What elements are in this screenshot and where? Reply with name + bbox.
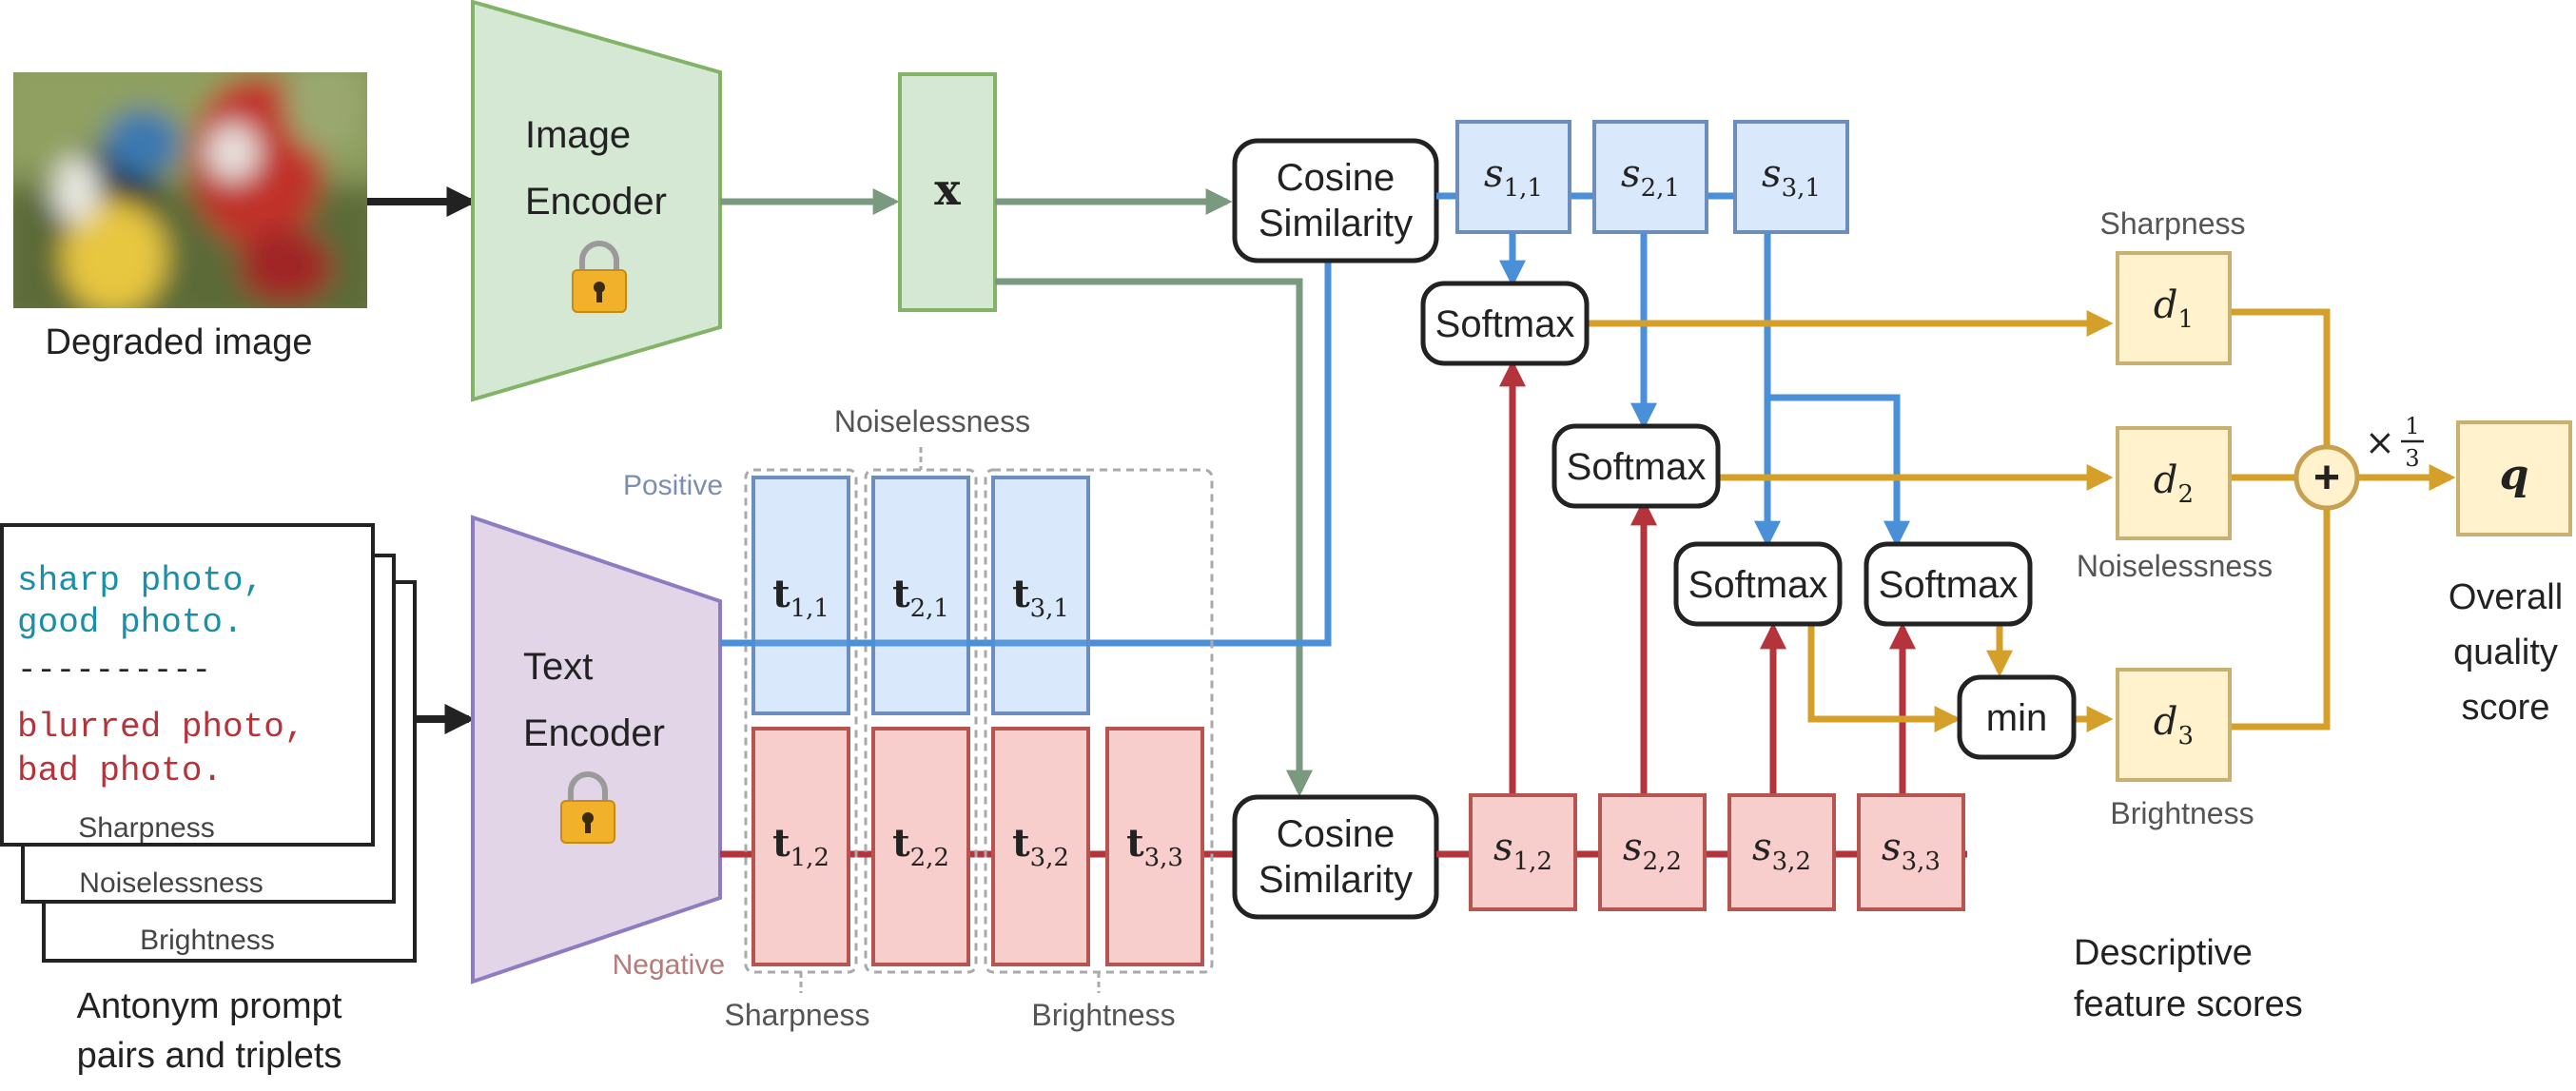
q-caption-line1: Overall xyxy=(2449,577,2563,617)
min-node xyxy=(1957,674,2077,760)
softmax-label-1: Softmax xyxy=(1435,303,1575,345)
prompt-card-label-noiselessness: Noiselessness xyxy=(79,867,263,899)
scale-multiplier: × xyxy=(2365,421,2395,463)
x-node-label: x xyxy=(934,164,961,215)
d1-to-sum-line xyxy=(2230,308,2331,449)
group-label-sharpness: Sharpness xyxy=(725,998,870,1032)
d3-caption: Brightness xyxy=(2110,796,2254,830)
svg-text:d3: d3 xyxy=(2154,700,2194,750)
cosine-bottom-line1: Cosine xyxy=(1277,813,1395,855)
prompt-caption-line2: pairs and triplets xyxy=(77,1036,342,1076)
scale-numerator: 1 xyxy=(2405,413,2419,439)
svg-text:d1: d1 xyxy=(2154,283,2194,334)
svg-text:s1,2: s1,2 xyxy=(1493,826,1552,876)
prompt-positive-line1: sharp photo, xyxy=(17,561,263,600)
q-caption-line3: score xyxy=(2462,688,2550,728)
min-label: min xyxy=(1986,697,2047,739)
feature-caption-line2: feature scores xyxy=(2074,984,2303,1024)
embedding-t12: t1,2 xyxy=(751,727,850,966)
degraded-image xyxy=(13,72,367,308)
group-label-brightness: Brightness xyxy=(1031,998,1175,1032)
embedding-t21: t2,1 xyxy=(871,476,970,715)
prompt-separator: ---------- xyxy=(17,653,211,690)
d1-caption: Sharpness xyxy=(2100,206,2246,241)
q-box: q xyxy=(2456,420,2572,536)
embedding-t11: t1,1 xyxy=(751,476,850,715)
prompt-positive-line2: good photo. xyxy=(17,603,244,642)
lock-icon xyxy=(560,771,615,844)
q-caption-line2: quality xyxy=(2453,633,2558,672)
score-s11: s1,1 xyxy=(1455,120,1571,234)
svg-text:t3,1: t3,1 xyxy=(1012,572,1069,623)
softmax-node-1 xyxy=(1420,281,1590,366)
svg-text:s3,1: s3,1 xyxy=(1762,152,1821,203)
svg-text:t3,3: t3,3 xyxy=(1126,821,1183,872)
prompt-caption-line1: Antonym prompt xyxy=(77,986,342,1026)
degraded-image-caption: Degraded image xyxy=(46,322,313,362)
score-s12: s1,2 xyxy=(1469,793,1577,911)
cosine-top-line2: Similarity xyxy=(1259,203,1413,244)
text-encoder-label-line1: Text xyxy=(523,646,593,688)
feature-caption-line1: Descriptive xyxy=(2074,933,2253,973)
d3-box: d3 xyxy=(2116,668,2232,782)
s31-to-softmax4-arrow xyxy=(1767,394,1910,548)
svg-text:q: q xyxy=(2500,451,2529,499)
x-to-cosine-bottom-arrow xyxy=(995,278,1313,797)
svg-text:s2,1: s2,1 xyxy=(1621,152,1680,203)
embedding-t32: t3,2 xyxy=(991,727,1090,966)
cosine-bottom-line2: Similarity xyxy=(1259,859,1413,901)
embedding-t33: t3,3 xyxy=(1105,727,1204,966)
d2-caption: Noiselessness xyxy=(2077,549,2273,583)
x-node xyxy=(898,72,997,312)
cosine-similarity-top xyxy=(1232,138,1439,263)
lock-icon xyxy=(572,241,627,313)
text-encoder-label-line2: Encoder xyxy=(523,712,665,754)
d2-box: d2 xyxy=(2116,426,2232,540)
svg-text:d2: d2 xyxy=(2154,458,2194,509)
prompt-negative-line1: blurred photo, xyxy=(17,708,304,747)
scale-denominator: 3 xyxy=(2405,445,2419,472)
score-s32: s3,2 xyxy=(1727,793,1836,911)
softmax-node-2 xyxy=(1551,423,1721,509)
cosine-top-line1: Cosine xyxy=(1277,157,1395,199)
score-s21: s2,1 xyxy=(1592,120,1708,234)
svg-text:s3,3: s3,3 xyxy=(1882,826,1941,876)
prompt-card-sharpness xyxy=(0,523,375,847)
svg-text:s2,2: s2,2 xyxy=(1623,826,1682,876)
image-encoder-label-line1: Image xyxy=(525,114,631,156)
prompt-card-label-sharpness: Sharpness xyxy=(78,812,214,844)
positive-label: Positive xyxy=(623,470,723,501)
prompt-negative-line2: bad photo. xyxy=(17,751,223,790)
negative-label: Negative xyxy=(613,949,725,981)
softmax-node-3 xyxy=(1673,541,1843,627)
d3-to-sum-line xyxy=(2230,506,2331,731)
text-encoder-block xyxy=(471,515,722,984)
softmax-label-3: Softmax xyxy=(1688,564,1828,606)
score-s31: s3,1 xyxy=(1733,120,1849,234)
image-encoder-label-line2: Encoder xyxy=(525,181,667,223)
embedding-t22: t2,2 xyxy=(871,727,970,966)
d1-box: d1 xyxy=(2116,251,2232,365)
svg-text:t3,2: t3,2 xyxy=(1012,821,1069,872)
svg-text:s1,1: s1,1 xyxy=(1484,152,1543,203)
group-label-noiselessness: Noiselessness xyxy=(834,404,1030,438)
svg-text:t2,2: t2,2 xyxy=(892,821,949,872)
sum-node xyxy=(2293,444,2360,511)
embedding-t31: t3,1 xyxy=(991,476,1090,715)
softmax3-to-min-arrow xyxy=(1807,620,1961,732)
image-encoder-block xyxy=(471,0,722,402)
sum-plus-label: + xyxy=(2313,453,2340,503)
softmax-node-4 xyxy=(1864,541,2033,627)
score-s22: s2,2 xyxy=(1598,793,1707,911)
prompt-card-label-brightness: Brightness xyxy=(140,925,275,956)
svg-text:t1,1: t1,1 xyxy=(772,572,829,623)
svg-text:t2,1: t2,1 xyxy=(892,572,949,623)
softmax-label-4: Softmax xyxy=(1879,564,2019,606)
svg-text:t1,2: t1,2 xyxy=(772,821,829,872)
svg-text:s3,2: s3,2 xyxy=(1752,826,1811,876)
score-s33: s3,3 xyxy=(1857,793,1965,911)
softmax-label-2: Softmax xyxy=(1567,446,1707,488)
